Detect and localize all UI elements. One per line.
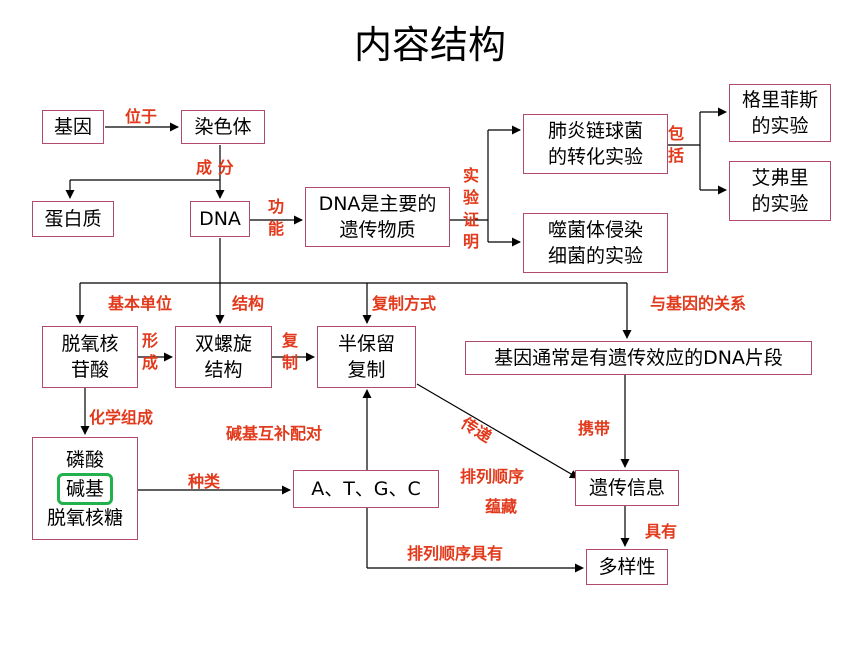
- label-contain: 蕴藏: [485, 497, 518, 516]
- page-title: 内容结构: [353, 23, 506, 67]
- node-deoxyribose: 脱氧核糖: [46, 506, 123, 529]
- label-sequence-has: 排列顺序具有: [407, 544, 504, 563]
- node-pneumococcus-experiment: 肺炎链球菌 的转化实验: [523, 114, 668, 174]
- label-experimental-proof: 实验证明: [462, 166, 479, 251]
- node-chromosome: 染色体: [181, 110, 265, 144]
- label-forms: 形成: [141, 331, 158, 372]
- label-basic-unit: 基本单位: [108, 294, 173, 313]
- node-chemical-composition: 磷酸 碱基 脱氧核糖: [32, 437, 138, 540]
- label-base-pairing: 碱基互补配对: [226, 424, 323, 443]
- label-component: 成 分: [196, 158, 234, 177]
- node-atgc: A、T、G、C: [293, 470, 439, 508]
- node-deoxynucleotide: 脱氧核 苷酸: [42, 326, 138, 388]
- node-gene-relation: 基因通常是有遗传效应的DNA片段: [465, 341, 812, 375]
- label-replication-mode: 复制方式: [372, 294, 437, 313]
- node-diversity: 多样性: [586, 549, 668, 585]
- label-kinds: 种类: [188, 472, 221, 491]
- label-has: 具有: [645, 522, 678, 541]
- label-structure: 结构: [232, 294, 265, 313]
- node-double-helix: 双螺旋 结构: [175, 326, 272, 388]
- label-includes: 包括: [667, 124, 684, 165]
- node-protein: 蛋白质: [32, 201, 114, 237]
- node-semiconservative-replication: 半保留 复制: [317, 326, 416, 388]
- node-dna-main-genetic-material: DNA是主要的 遗传物质: [305, 187, 450, 247]
- label-chemical-composition: 化学组成: [89, 408, 154, 427]
- node-dna: DNA: [190, 201, 250, 237]
- node-phosphate: 磷酸: [65, 448, 104, 471]
- label-replicate: 复制: [281, 331, 298, 372]
- label-carry: 携带: [578, 419, 611, 438]
- node-genetic-info: 遗传信息: [575, 470, 679, 506]
- node-gene: 基因: [42, 110, 104, 144]
- label-relation-to-gene: 与基因的关系: [650, 294, 747, 313]
- label-located-in: 位于: [125, 107, 158, 126]
- node-base-highlighted: 碱基: [56, 472, 113, 505]
- node-griffith-experiment: 格里菲斯 的实验: [729, 84, 831, 142]
- label-sequence: 排列顺序: [460, 467, 525, 486]
- label-function: 功能: [267, 197, 284, 238]
- node-avery-experiment: 艾弗里 的实验: [729, 161, 831, 221]
- node-phage-experiment: 噬菌体侵染 细菌的实验: [523, 213, 668, 273]
